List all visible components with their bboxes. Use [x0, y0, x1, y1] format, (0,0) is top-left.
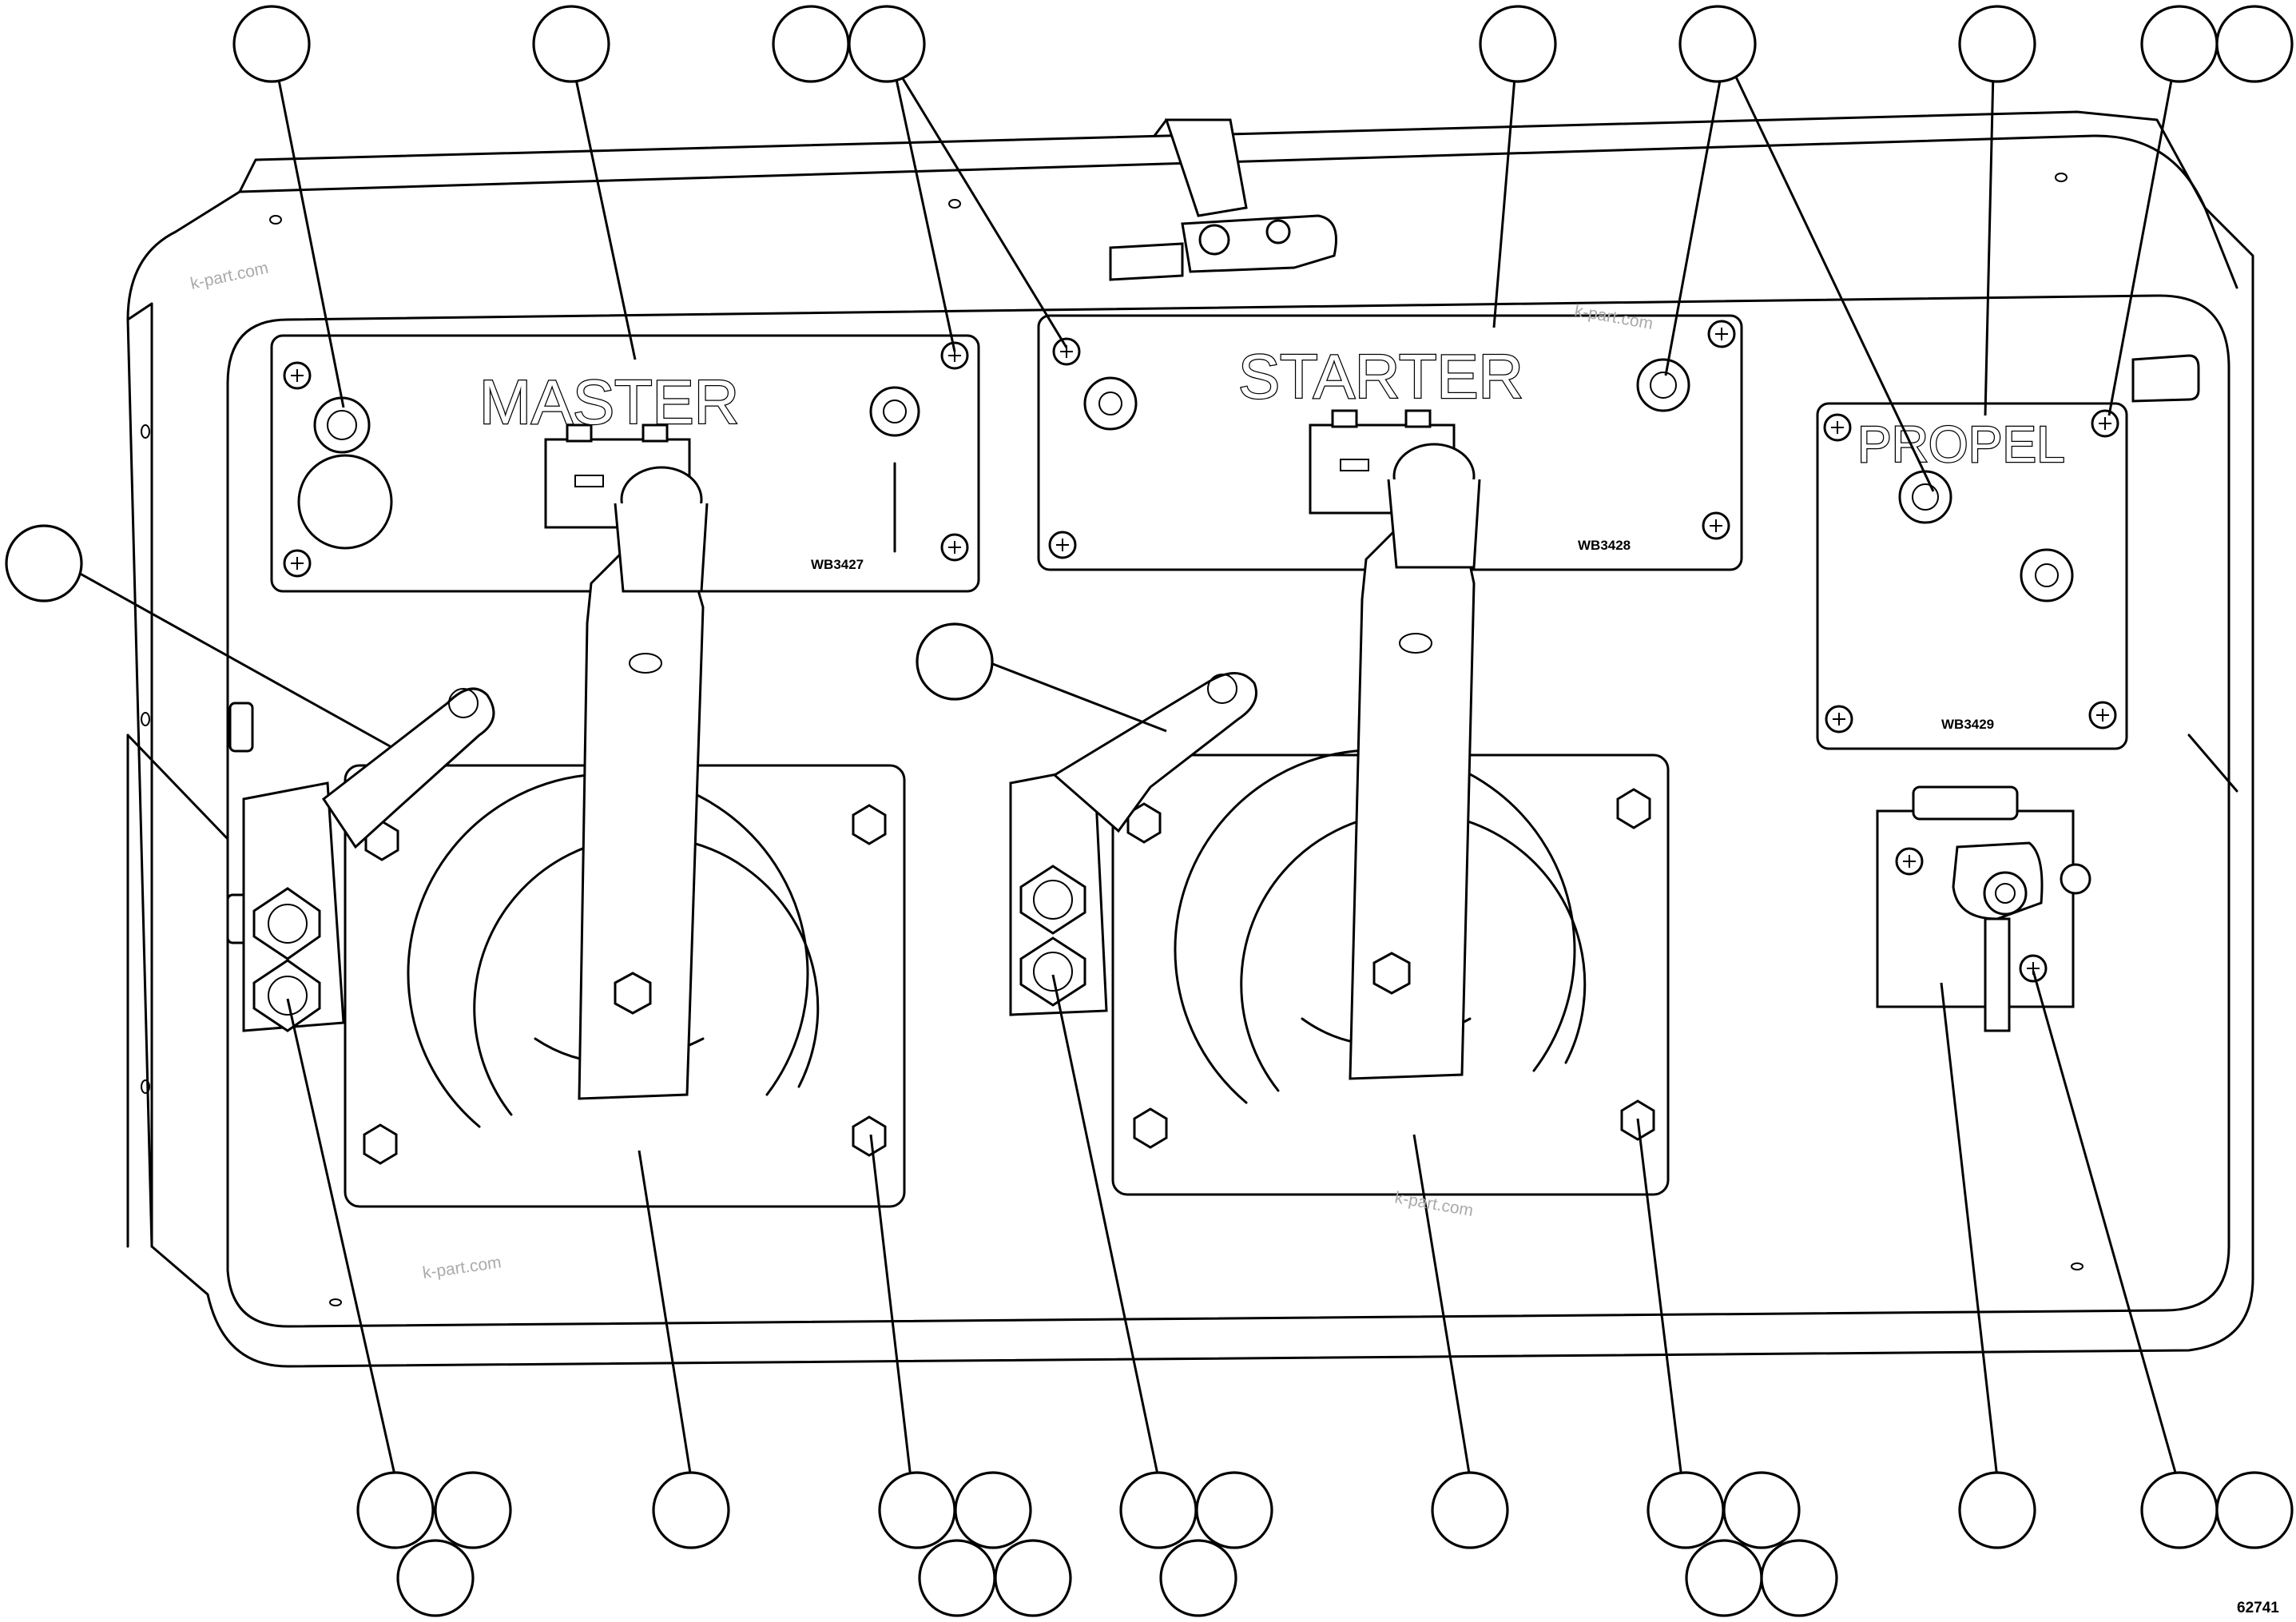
propel-label: PROPEL: [1857, 415, 2065, 473]
starter-decal-code: WB3428: [1578, 538, 1631, 553]
callout-bubble: [232, 5, 311, 83]
callout-bubble: [1159, 1539, 1237, 1617]
callout-bubble: [1647, 1471, 1725, 1549]
callout-bubble: [772, 5, 850, 83]
figure-number: 62741: [2237, 1600, 2279, 1616]
callout-bubble: [532, 5, 610, 83]
callout-bubbles: [5, 5, 2294, 1617]
callout-bubble: [1958, 5, 2036, 83]
callout-bubble: [2140, 1471, 2219, 1549]
propel-switch-assembly: [1876, 785, 2091, 1032]
starter-switch-assembly: [1009, 443, 1670, 1196]
callout-bubble: [1760, 1539, 1838, 1617]
watermark-text: k-part.com: [189, 259, 270, 293]
callout-bubble: [5, 524, 83, 602]
starter-indicator-light: [1636, 358, 1690, 412]
callout-bubble: [356, 1471, 435, 1549]
master-decal-panel: MASTER WB3427: [270, 334, 980, 593]
callout-bubble: [954, 1471, 1032, 1549]
starter-label: STARTER: [1238, 341, 1523, 411]
master-plate-bolts: [363, 804, 887, 1165]
propel-decal-panel: PROPEL WB3429: [1816, 402, 2128, 750]
callout-bubble: [1119, 1471, 1198, 1549]
callout-bubble: [2215, 5, 2294, 83]
propel-indicator-light: [1898, 470, 1952, 524]
propel-panel-screws: [1823, 409, 2119, 733]
callout-bubble: [2215, 1471, 2294, 1549]
callout-bubble: [1431, 1471, 1509, 1549]
callout-bubble: [878, 1471, 956, 1549]
leader-lines: [75, 63, 2179, 1479]
callout-bubble: [994, 1539, 1072, 1617]
master-label: MASTER: [479, 367, 739, 437]
housing: [126, 110, 2254, 1368]
master-decal-code: WB3427: [811, 557, 864, 572]
master-switch-assembly: [242, 466, 906, 1208]
callout-bubble: [1958, 1471, 2036, 1549]
callout-bubble: [916, 622, 994, 701]
callout-bubble: [1479, 5, 1557, 83]
latch: [1109, 118, 1337, 281]
master-switch-bezel: [297, 454, 393, 550]
watermark-text: k-part.com: [421, 1253, 502, 1282]
callout-bubble: [434, 1471, 512, 1549]
callout-bubble: [1678, 5, 1757, 83]
callout-bubble: [1685, 1539, 1763, 1617]
starter-panel-screws: [1048, 320, 1736, 559]
starter-decal-panel: STARTER WB3428: [1037, 314, 1743, 571]
callout-bubble: [652, 1471, 730, 1549]
callout-bubble: [1722, 1471, 1801, 1549]
callout-bubble: [1195, 1471, 1273, 1549]
starter-plate-bolts: [1126, 788, 1655, 1149]
master-panel-screws: [283, 341, 969, 578]
propel-decal-code: WB3429: [1941, 717, 1994, 732]
callout-bubble: [396, 1539, 475, 1617]
callout-bubble: [848, 5, 926, 83]
master-indicator-light: [313, 396, 371, 454]
callout-bubble: [918, 1539, 996, 1617]
callout-bubble: [2140, 5, 2219, 83]
